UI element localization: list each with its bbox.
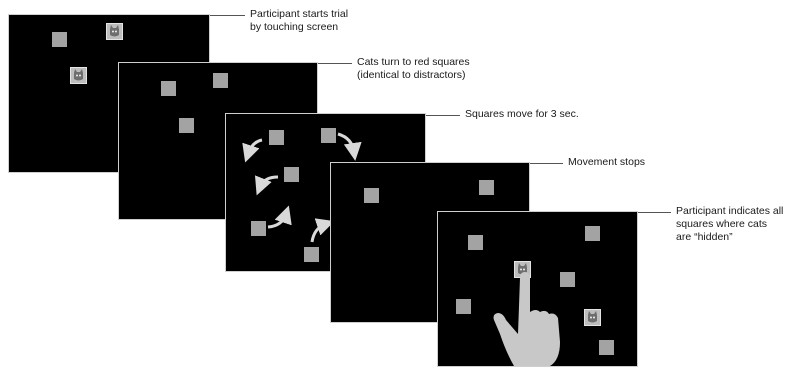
step-1-caption: Participant starts trial by touching scr… [250, 8, 348, 34]
curved-arrow-icon [312, 224, 326, 242]
distractor-square [364, 188, 379, 203]
step-3-caption: Squares move for 3 sec. [465, 108, 579, 121]
distractor-square [479, 180, 494, 195]
distractor-square [52, 32, 67, 47]
leader-line [426, 115, 460, 116]
step-5-caption: Participant indicates all squares where … [676, 205, 783, 244]
step-4-caption: Movement stops [568, 156, 645, 169]
pointing-hand-icon [438, 212, 637, 366]
step-2-caption: Cats turn to red squares (identical to d… [357, 56, 470, 82]
leader-line [530, 163, 563, 164]
leader-line [638, 212, 671, 213]
curved-arrow-icon [260, 177, 278, 187]
trial-panel-5 [438, 212, 637, 366]
cat-icon [70, 67, 87, 84]
cat-icon [106, 23, 123, 40]
curved-arrow-icon [248, 140, 262, 154]
curved-arrow-icon [268, 214, 286, 227]
distractor-square [161, 81, 176, 96]
distractor-square [179, 118, 194, 133]
curved-arrow-icon [338, 134, 354, 152]
leader-line [318, 63, 352, 64]
leader-line [210, 15, 245, 16]
distractor-square [213, 73, 228, 88]
